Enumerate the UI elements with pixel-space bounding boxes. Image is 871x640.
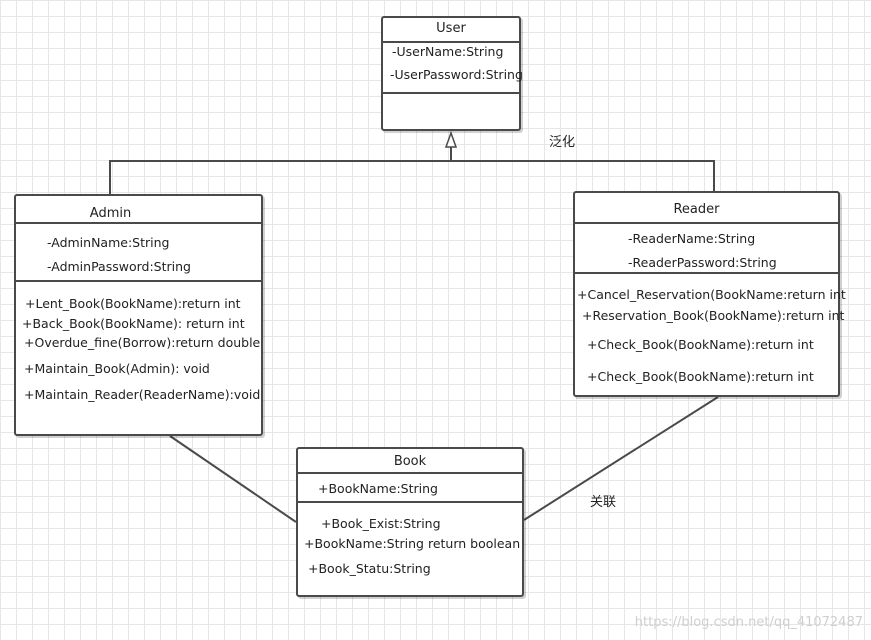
class-user-name: User: [436, 21, 466, 36]
class-book[interactable]: Book +BookName:String +Book_Exist:String…: [296, 447, 524, 597]
attribute-adminname: -AdminName:String: [47, 235, 170, 250]
class-book-name: Book: [393, 454, 427, 469]
association-admin-book: [169, 435, 297, 523]
attribute-userpassword: -UserPassword:String: [390, 67, 523, 82]
attribute-username: -UserName:String: [392, 44, 504, 59]
operation-back-book: +Back_Book(BookName): return int: [22, 316, 245, 331]
attribute-adminpassword: -AdminPassword:String: [47, 259, 191, 274]
class-reader-separator: [575, 222, 838, 224]
class-admin-separator: [16, 222, 261, 224]
attribute-readerpassword: -ReaderPassword:String: [628, 255, 777, 270]
class-user-separator: [383, 92, 519, 94]
attribute-readername: -ReaderName:String: [628, 231, 756, 246]
operation-maintain-book: +Maintain_Book(Admin): void: [24, 361, 210, 376]
class-admin[interactable]: Admin -AdminName:String -AdminPassword:S…: [14, 194, 263, 436]
watermark: https://blog.csdn.net/qq_41072487: [634, 615, 863, 630]
operation-cancel-reservation: +Cancel_Reservation(BookName:return int: [577, 287, 846, 302]
generalization-bus: [109, 160, 715, 194]
class-admin-separator: [16, 280, 261, 282]
class-book-separator: [298, 501, 522, 503]
operation-book-statu: +Book_Statu:String: [308, 561, 431, 576]
generalization-arrowhead-icon: [444, 130, 458, 148]
association-label: 关联: [590, 495, 617, 510]
association-reader-book: [523, 396, 719, 521]
operation-check-book: +Check_Book(BookName):return int: [587, 369, 814, 384]
operation-overdue-fine: +Overdue_fine(Borrow):return double: [24, 335, 261, 350]
operation-bookname-boolean: +BookName:String return boolean: [304, 536, 521, 551]
class-book-separator: [298, 472, 522, 474]
attribute-bookname: +BookName:String: [318, 481, 438, 496]
class-user[interactable]: User -UserName:String -UserPassword:Stri…: [381, 16, 523, 131]
operation-check-book: +Check_Book(BookName):return int: [587, 337, 814, 352]
operation-lent-book: +Lent_Book(BookName):return int: [25, 296, 241, 311]
operation-book-exist: +Book_Exist:String: [321, 516, 441, 531]
operation-reservation-book: +Reservation_Book(BookName):return int: [582, 308, 845, 323]
class-reader[interactable]: Reader -ReaderName:String -ReaderPasswor…: [573, 191, 846, 397]
class-reader-name: Reader: [673, 202, 720, 217]
operation-maintain-reader: +Maintain_Reader(ReaderName):void: [24, 387, 261, 402]
generalization-label: 泛化: [549, 135, 576, 150]
class-admin-name: Admin: [89, 206, 132, 221]
class-reader-separator: [575, 272, 838, 274]
class-user-separator: [383, 41, 519, 43]
